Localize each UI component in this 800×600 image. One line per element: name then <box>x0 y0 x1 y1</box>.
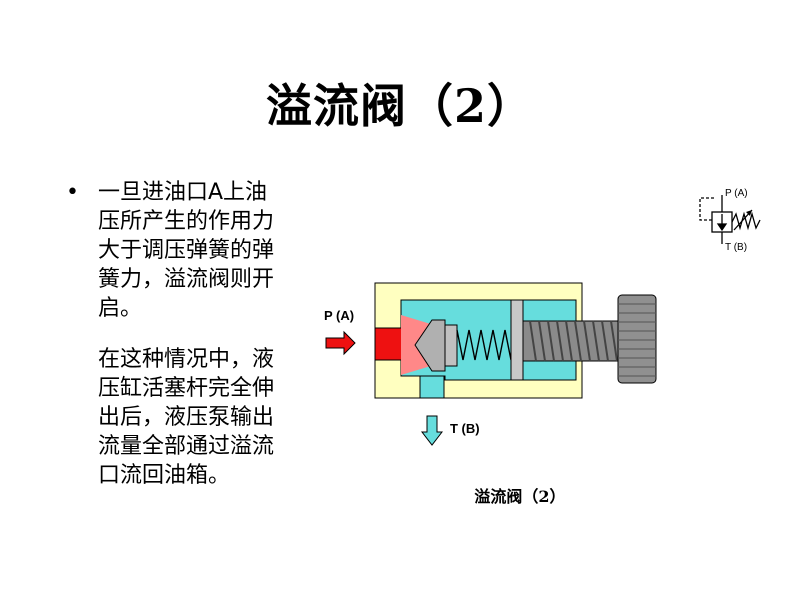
diagram-caption: 溢流阀（2） <box>474 487 566 506</box>
symbol-outlet-label: T (B) <box>725 242 747 253</box>
outlet-label: T (B) <box>450 421 480 436</box>
spring-plate <box>510 299 524 381</box>
relief-valve-diagram: P (A) T (B) <box>324 188 761 446</box>
poppet-stem <box>444 324 458 367</box>
outlet-channel <box>419 375 445 399</box>
symbol-inlet-label: P (A) <box>725 188 748 199</box>
bullet-text-block: • 一旦进油口A上油压所产生的作用力大于调压弹簧的弹簧力，溢流阀则开启。 在这种… <box>66 178 306 490</box>
inlet-arrow <box>325 330 356 356</box>
outlet-arrow <box>420 415 444 446</box>
slide-title: 溢流阀（2） <box>265 79 534 133</box>
adjusting-knob <box>617 294 657 384</box>
adjusting-screw <box>522 320 621 362</box>
spring <box>456 329 515 361</box>
inlet-label: P (A) <box>324 308 354 323</box>
bullet-dot: • <box>66 180 79 205</box>
paragraph-1: 一旦进油口A上油压所产生的作用力大于调压弹簧的弹簧力，溢流阀则开启。 <box>98 180 275 321</box>
relief-valve-symbol <box>699 195 761 244</box>
paragraph-2: 在这种情况中，液压缸活塞杆完全伸出后，液压泵输出流量全部通过溢流口流回油箱。 <box>98 347 275 488</box>
